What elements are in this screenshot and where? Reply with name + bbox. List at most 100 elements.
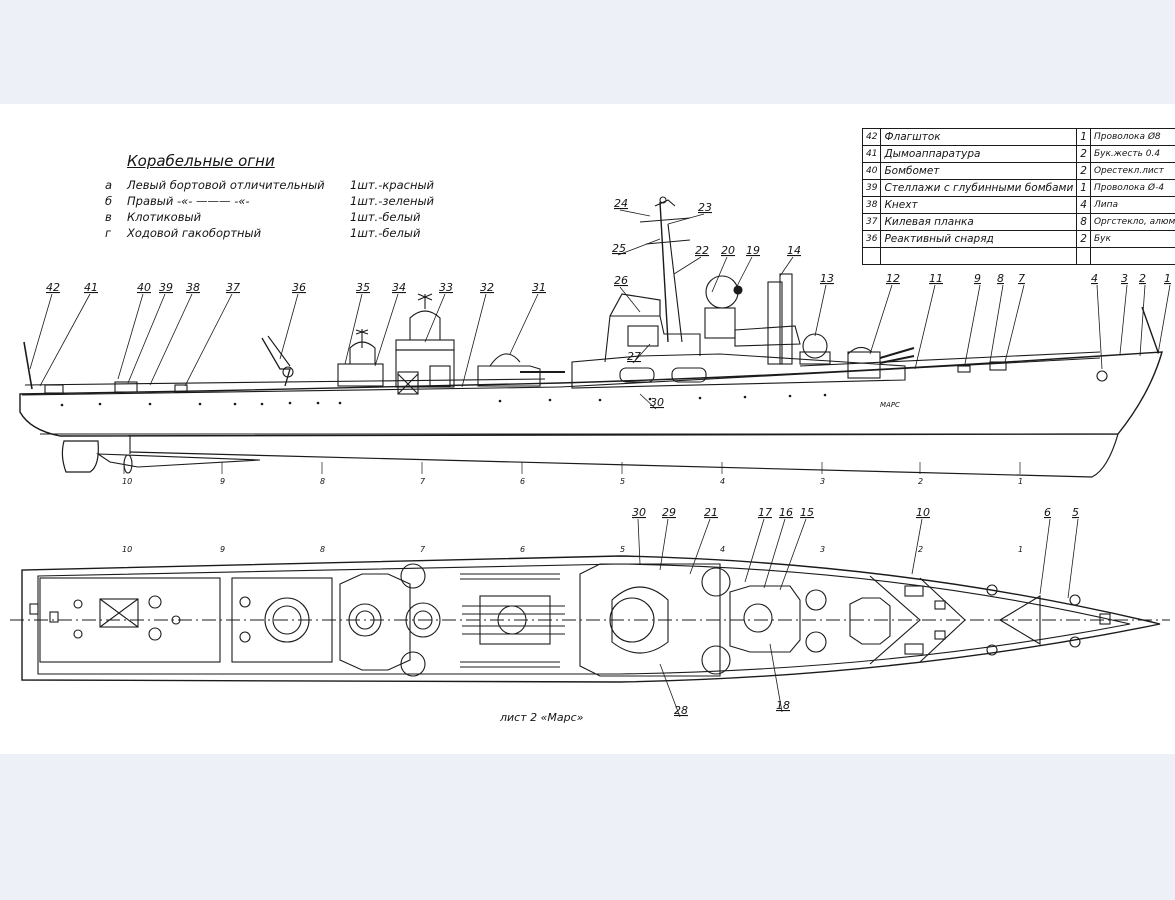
top-frame-number: 1 (1018, 545, 1023, 554)
leader-line (1067, 518, 1079, 599)
parts-table-row: 38Кнехт4Липа31 (861, 196, 1175, 214)
parts-cell-qty: 4 (1076, 196, 1091, 214)
parts-cell-name: Реактивный снаряд (880, 230, 1078, 248)
top-frame-number: 6 (520, 545, 525, 554)
side-callout-38: 38 (186, 281, 200, 294)
side-callout-12: 12 (886, 272, 900, 285)
top-frame-number: 5 (620, 545, 625, 554)
side-callout-22: 22 (695, 244, 709, 257)
leader-line (632, 343, 651, 364)
side-callout-30: 30 (650, 396, 664, 409)
leader-line (667, 213, 705, 225)
side-frame-number: 10 (122, 477, 132, 486)
leader-line (673, 256, 702, 275)
leader-line (814, 284, 827, 337)
top-callout-16: 16 (779, 506, 793, 519)
leader-line (374, 293, 399, 367)
side-callout-23: 23 (698, 201, 712, 214)
top-callout-6: 6 (1044, 506, 1051, 519)
legend-row: а Левый бортовой отличительный 1шт.-крас… (105, 178, 465, 194)
parts-cell-qty: 1 (1076, 179, 1091, 197)
legend-qty: 1шт.-белый (350, 210, 421, 224)
parts-cell-qty: 2 (1076, 230, 1091, 248)
top-frame-number: 8 (320, 545, 325, 554)
side-callout-11: 11 (929, 272, 943, 285)
side-callout-14: 14 (787, 244, 801, 257)
side-callout-32: 32 (480, 281, 494, 294)
leader-line (424, 293, 446, 343)
side-frame-number: 5 (620, 477, 625, 486)
side-callout-24: 24 (614, 197, 628, 210)
leader-line (184, 293, 233, 387)
side-frame-number: 9 (220, 477, 225, 486)
top-callout-5: 5 (1072, 506, 1079, 519)
side-callout-19: 19 (746, 244, 760, 257)
parts-cell-material: Бук.жесть 0.4 (1089, 145, 1175, 163)
top-callout-30: 30 (632, 506, 646, 519)
side-frame-number: 3 (820, 477, 825, 486)
leader-line (117, 293, 144, 380)
top-frame-number: 4 (720, 545, 725, 554)
parts-cell-qty: 2 (1076, 145, 1091, 163)
ship-drawing: 4241403938373635343332312625242322201914… (10, 196, 1171, 724)
side-callout-39: 39 (159, 281, 173, 294)
leader-line (1039, 518, 1051, 595)
top-view (10, 555, 1170, 683)
legend-title: Корабельные огни (127, 152, 275, 170)
side-frame-number: 8 (320, 477, 325, 486)
side-callout-25: 25 (612, 242, 626, 255)
side-callout-33: 33 (439, 281, 453, 294)
side-callout-42: 42 (46, 281, 60, 294)
ship-lights-legend: Корабельные огни а Левый бортовой отличи… (105, 152, 465, 242)
legend-row: в Клотиковый 1шт.-белый (105, 210, 465, 226)
side-callout-36: 36 (292, 281, 306, 294)
parts-cell-name: Флагшток (880, 128, 1078, 146)
parts-cell-material: Бук (1089, 230, 1175, 248)
leader-line (29, 293, 53, 370)
hull-name: МАРС (880, 401, 900, 409)
leader-line (617, 238, 661, 256)
parts-cell-qty: 8 (1076, 213, 1091, 231)
parts-table-row: 28 (861, 247, 1175, 265)
parts-cell-name: Бомбомет (880, 162, 1078, 180)
leader-line (619, 286, 641, 313)
legend-letter: б (105, 194, 113, 208)
side-callout-26: 26 (614, 274, 628, 287)
legend-row: г Ходовой гакобортный 1шт.-белый (105, 226, 465, 242)
parts-cell-no: 40 (861, 162, 882, 180)
side-callout-20: 20 (721, 244, 735, 257)
parts-cell-no (861, 247, 882, 265)
leader-line (1119, 284, 1128, 355)
leader-line (779, 256, 794, 277)
side-view (19, 196, 1163, 478)
side-callout-1: 1 (1164, 272, 1171, 285)
top-callout-17: 17 (758, 506, 772, 519)
hull-outline (19, 351, 1163, 437)
side-frame-number: 2 (918, 477, 923, 486)
parts-cell-material: Проволока Ø-4 (1089, 179, 1175, 197)
side-callout-7: 7 (1018, 272, 1025, 285)
top-frame-number: 10 (122, 545, 132, 554)
leader-line (711, 256, 728, 293)
leader-line (914, 284, 936, 370)
leader-line (1157, 284, 1171, 355)
leader-line (149, 293, 193, 386)
leader-line (509, 293, 539, 355)
leader-line (989, 284, 1004, 363)
leader-line (1004, 284, 1025, 363)
leader-line (1096, 284, 1103, 370)
leader-line (659, 663, 681, 718)
side-callout-2: 2 (1139, 272, 1146, 285)
side-callout-8: 8 (997, 272, 1004, 285)
parts-cell-no: 37 (861, 213, 882, 231)
top-callout-18: 18 (776, 699, 790, 712)
parts-cell-no: 41 (861, 145, 882, 163)
top-callout-15: 15 (800, 506, 814, 519)
